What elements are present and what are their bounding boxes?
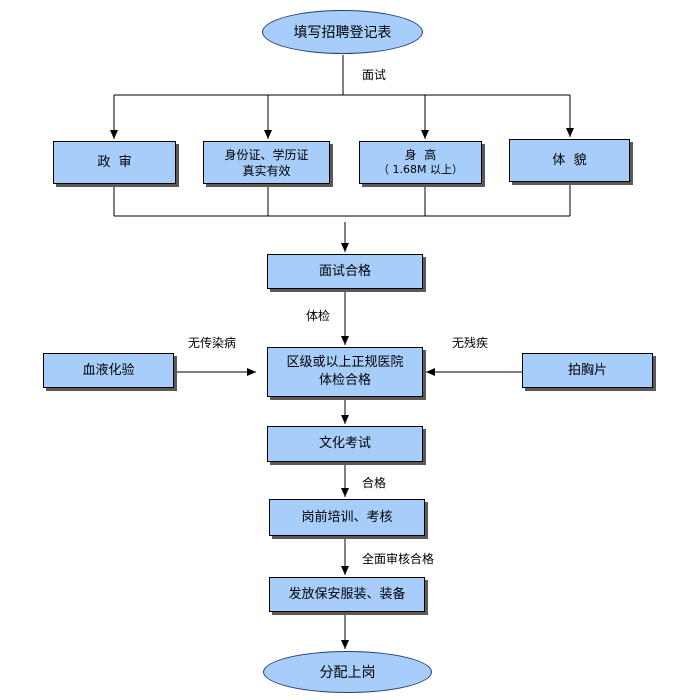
box-appearance: 体 貌 bbox=[509, 139, 630, 182]
box-height: 身 高 （ 1.68M 以上） bbox=[359, 141, 482, 184]
label-full-review: 全面审核合格 bbox=[362, 552, 435, 566]
box-political-review: 政 审 bbox=[53, 141, 176, 184]
start-label: 填写招聘登记表 bbox=[293, 25, 392, 41]
label-interview: 面试 bbox=[362, 68, 387, 82]
box-chest-xray: 拍胸片 bbox=[522, 353, 653, 388]
end-label: 分配上岗 bbox=[319, 665, 376, 681]
start-oval: 填写招聘登记表 bbox=[262, 10, 423, 54]
box-interview-pass: 面试合格 bbox=[267, 254, 423, 289]
box-identity-documents: 身份证、学历证 真实有效 bbox=[203, 141, 330, 184]
label-no-infection: 无传染病 bbox=[188, 336, 237, 350]
label-pass: 合格 bbox=[362, 476, 387, 490]
label-medical: 体检 bbox=[306, 309, 331, 323]
box-training: 岗前培训、考核 bbox=[269, 499, 425, 536]
box-culture-exam: 文化考试 bbox=[267, 426, 423, 462]
box-issue-uniform: 发放保安服装、装备 bbox=[269, 577, 425, 612]
box-hospital-check: 区级或以上正规医院 体检合格 bbox=[267, 347, 423, 397]
label-no-disability: 无残疾 bbox=[452, 336, 489, 350]
end-oval: 分配上岗 bbox=[263, 651, 432, 693]
box-blood-test: 血液化验 bbox=[43, 353, 174, 388]
